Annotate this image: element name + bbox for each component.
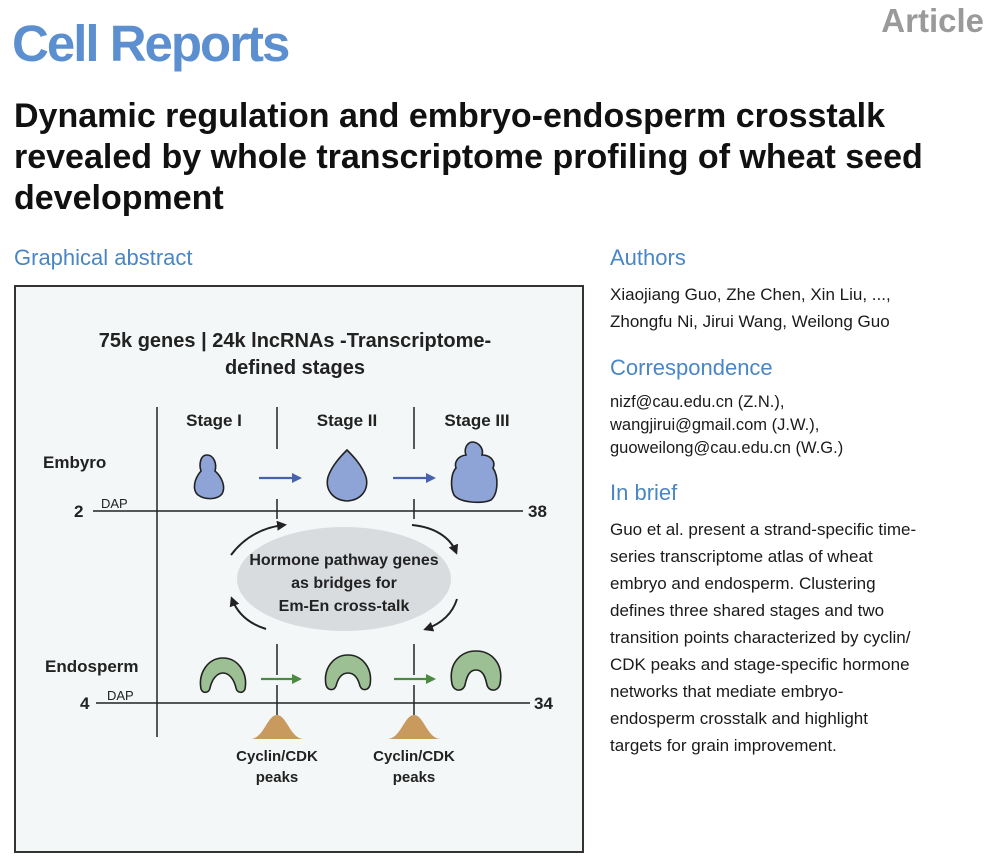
authors-line-2: Zhongfu Ni, Jirui Wang, Weilong Guo xyxy=(610,312,890,331)
cycle-arrow-top-right xyxy=(411,524,459,555)
graphical-abstract-heading: Graphical abstract xyxy=(14,245,193,270)
cycle-arrow-top-left xyxy=(230,520,287,556)
cyclin-peak-1 xyxy=(250,715,304,739)
stage-label-2: Stage II xyxy=(317,411,377,430)
endosperm-row-label: Endosperm xyxy=(45,657,139,676)
in-brief-line-8: endosperm crosstalk and highlight xyxy=(610,709,868,728)
endosperm-end-dap: 34 xyxy=(534,694,553,713)
authors-section: Authors Xiaojiang Guo, Zhe Chen, Xin Liu… xyxy=(610,245,995,335)
peak2-label-line1: Cyclin/CDK xyxy=(373,748,455,765)
embryo-end-dap: 38 xyxy=(528,502,547,521)
stage-label-1: Stage I xyxy=(186,411,242,430)
correspondence-email-1[interactable]: nizf@cau.edu.cn (Z.N.), xyxy=(610,393,785,411)
cycle-arrow-bottom-right xyxy=(423,598,458,632)
ga-headline-line1: 75k genes | 24k lncRNAs -Transcriptome- xyxy=(99,330,491,352)
in-brief-line-3: embryo and endosperm. Clustering xyxy=(610,574,876,593)
in-brief-line-4: defines three shared stages and two xyxy=(610,601,885,620)
peak1-label-line2: peaks xyxy=(256,769,299,786)
endosperm-dap-label: DAP xyxy=(107,688,134,703)
peak1-label-line1: Cyclin/CDK xyxy=(236,748,318,765)
hormone-ellipse xyxy=(237,527,451,631)
endosperm-stage1-shape xyxy=(199,657,247,694)
endosperm-stage2-shape xyxy=(324,654,372,691)
article-type-label: Article xyxy=(881,2,984,39)
correspondence-email-3[interactable]: guoweilong@cau.edu.cn (W.G.) xyxy=(610,439,844,457)
graphical-abstract-figure: 75k genes | 24k lncRNAs -Transcriptome- … xyxy=(14,285,584,853)
embryo-dap-label: DAP xyxy=(101,496,128,511)
center-text-line1: Hormone pathway genes xyxy=(249,552,438,569)
in-brief-line-7: networks that mediate embryo- xyxy=(610,682,844,701)
article-title: Dynamic regulation and embryo-endosperm … xyxy=(14,97,923,217)
embryo-start-dap: 2 xyxy=(74,502,83,521)
in-brief-section: In brief Guo et al. present a strand-spe… xyxy=(610,480,995,759)
ga-headline-line2: defined stages xyxy=(225,357,365,379)
cyclin-peak-2 xyxy=(387,715,441,739)
embryo-row-label: Embyro xyxy=(43,453,106,472)
endosperm-start-dap: 4 xyxy=(80,694,90,713)
embryo-stage2-shape xyxy=(326,448,368,502)
embryo-stage3-shape xyxy=(450,441,498,504)
embryo-stage1-shape xyxy=(193,454,225,500)
in-brief-line-6: CDK peaks and stage-specific hormone xyxy=(610,655,910,674)
cycle-arrow-bottom-left xyxy=(229,596,267,630)
center-text-line3: Em-En cross-talk xyxy=(279,598,410,615)
correspondence-section: Correspondence nizf@cau.edu.cn (Z.N.), w… xyxy=(610,355,995,460)
correspondence-email-2[interactable]: wangjirui@gmail.com (J.W.), xyxy=(610,416,820,434)
journal-name: Cell Reports xyxy=(12,15,290,72)
endosperm-stage3-shape xyxy=(450,650,502,691)
authors-line-1: Xiaojiang Guo, Zhe Chen, Xin Liu, ..., xyxy=(610,285,891,304)
right-column: Authors Xiaojiang Guo, Zhe Chen, Xin Liu… xyxy=(610,245,995,779)
in-brief-heading: In brief xyxy=(610,480,678,505)
in-brief-line-5: transition points characterized by cycli… xyxy=(610,628,911,647)
center-text-line2: as bridges for xyxy=(291,575,397,592)
stage-label-3: Stage III xyxy=(444,411,509,430)
peak2-label-line2: peaks xyxy=(393,769,436,786)
authors-heading: Authors xyxy=(610,245,686,270)
correspondence-heading: Correspondence xyxy=(610,355,773,380)
in-brief-line-1: Guo et al. present a strand-specific tim… xyxy=(610,520,917,539)
graphical-abstract-svg: 75k genes | 24k lncRNAs -Transcriptome- … xyxy=(43,330,553,786)
in-brief-line-2: series transcriptome atlas of wheat xyxy=(610,547,873,566)
in-brief-line-9: targets for grain improvement. xyxy=(610,736,837,755)
